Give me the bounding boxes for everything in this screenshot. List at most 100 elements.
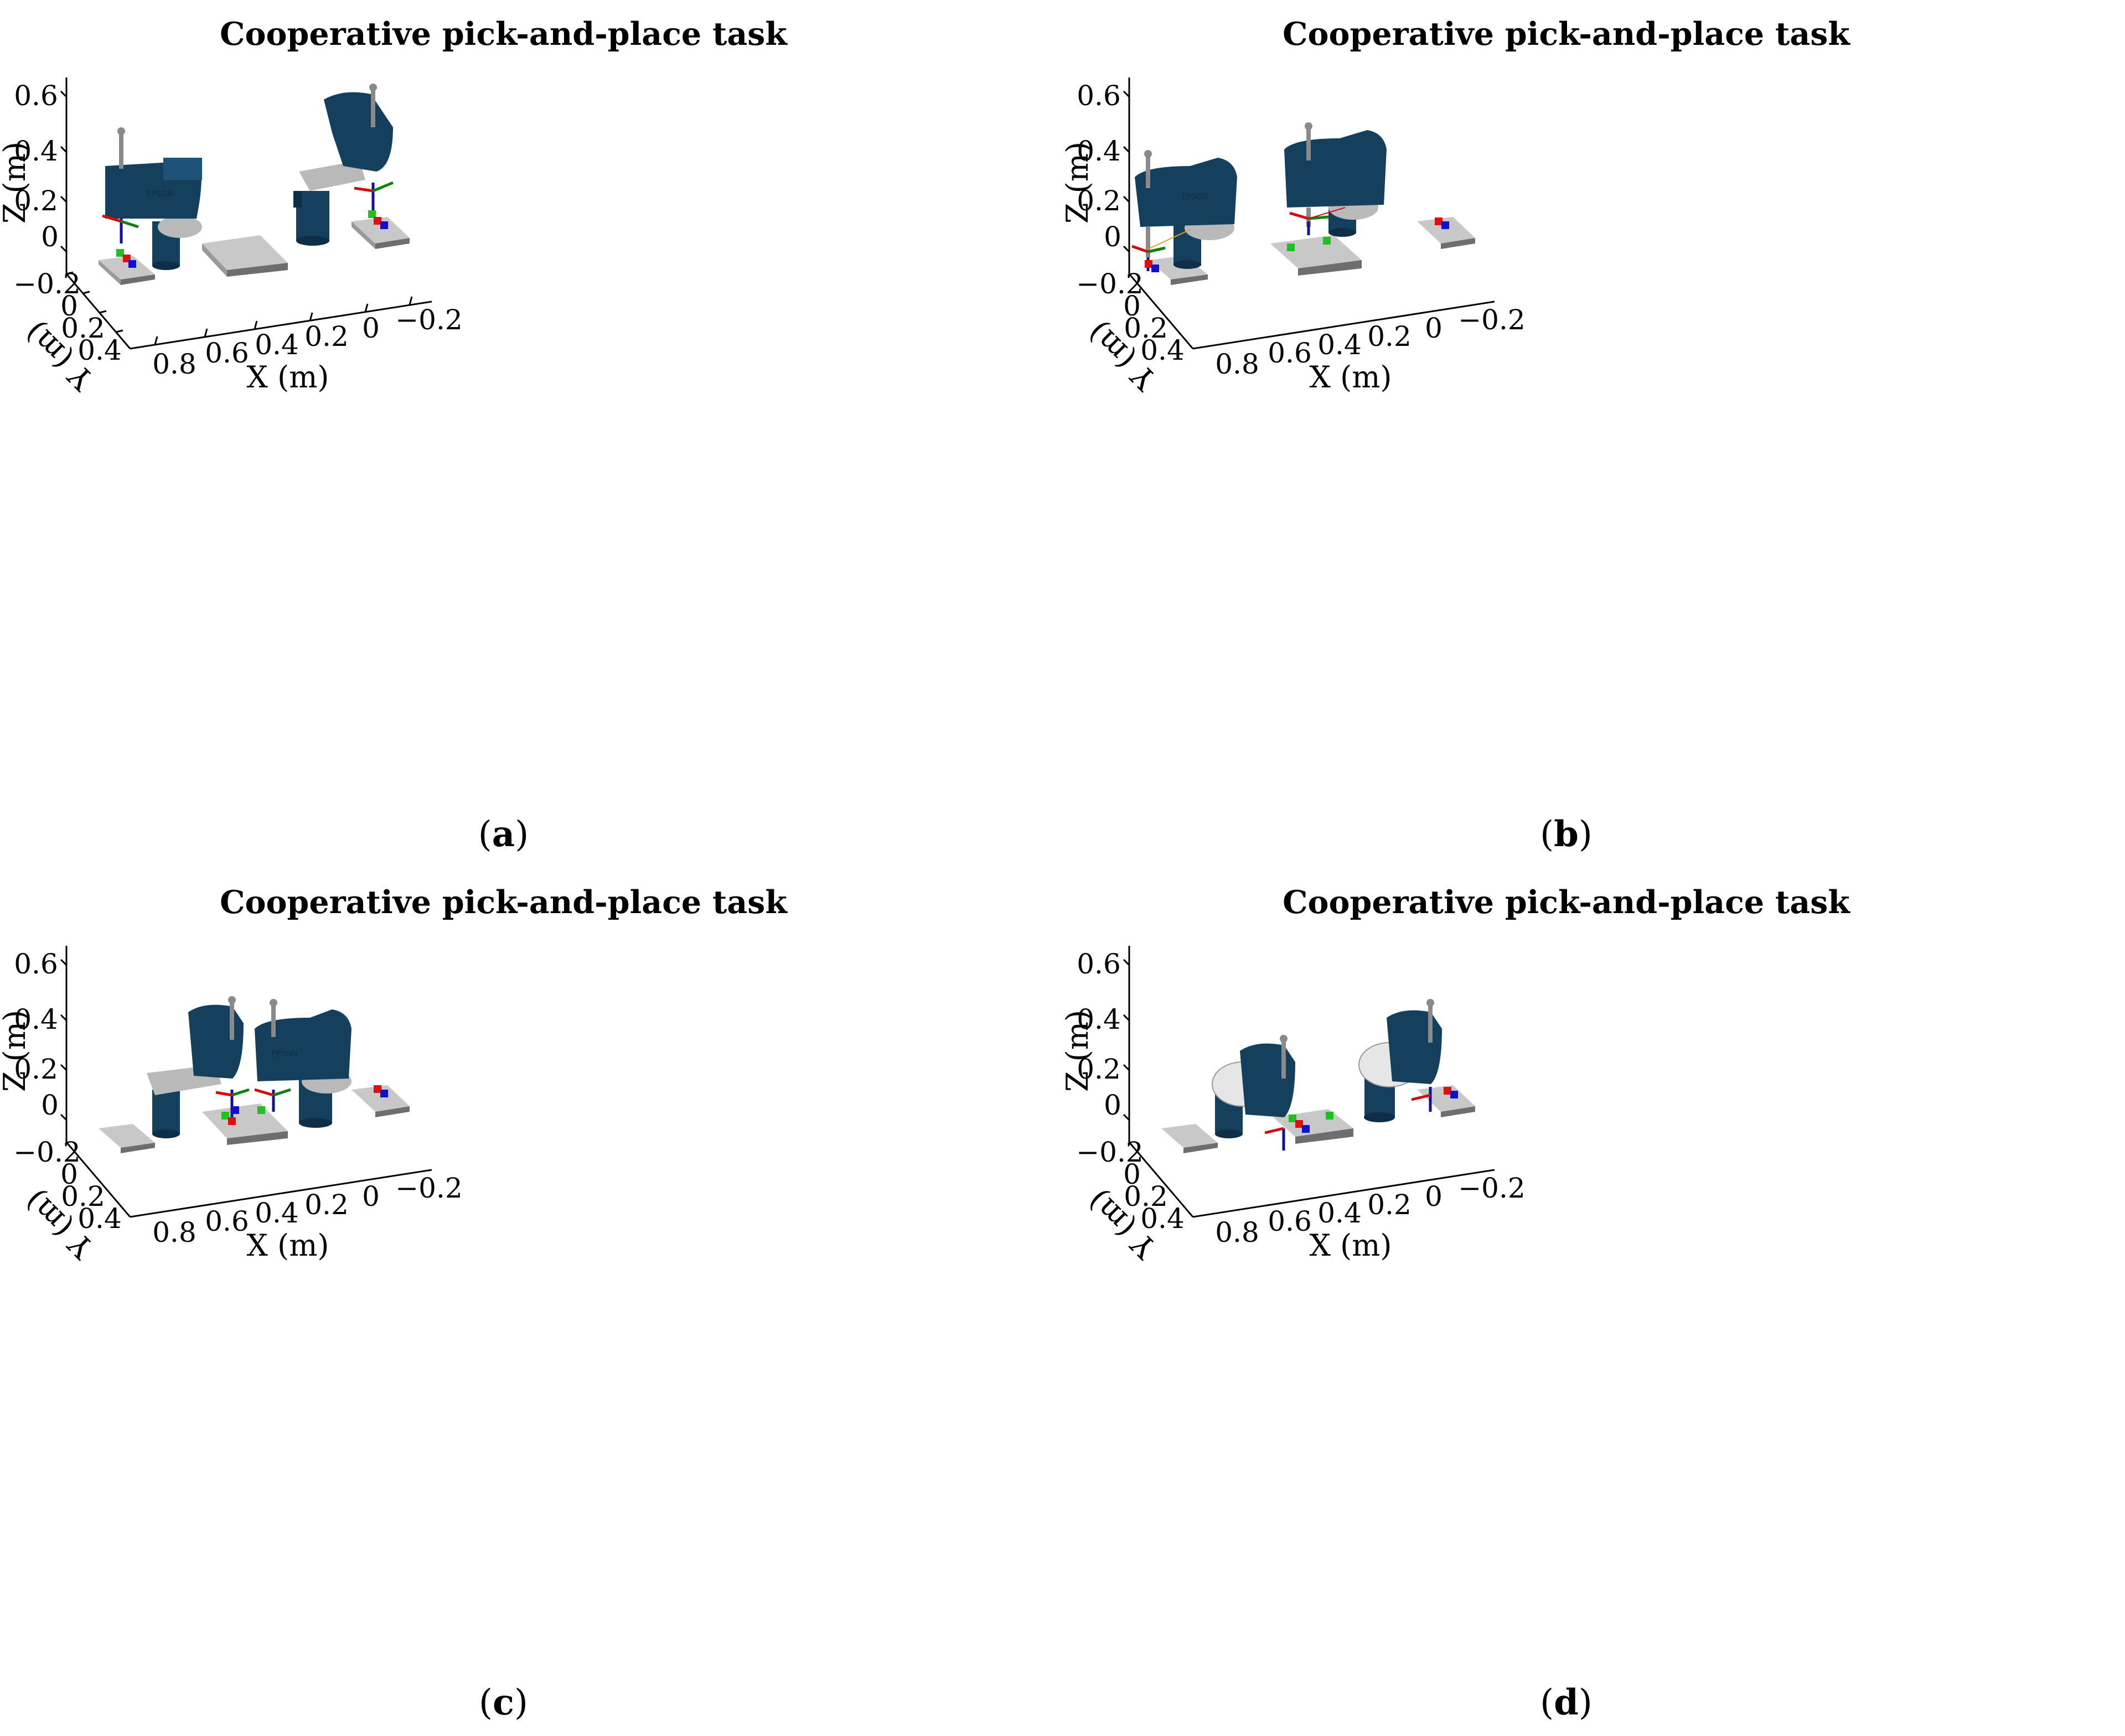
panel-title: Cooperative pick-and-place task (1283, 884, 1850, 921)
z-axis-ticks (1123, 958, 1130, 1121)
x-axis-label: X (m) (1310, 1228, 1392, 1263)
x-tick: 0.4 (255, 329, 299, 361)
z-tick: 0 (41, 1089, 59, 1121)
x-tick: 0.4 (1317, 329, 1362, 361)
robot-logo: EPSON (1182, 193, 1208, 201)
z-axis-label: Z (m) (1063, 142, 1095, 224)
z-axis-label: Z (m) (1063, 1010, 1095, 1092)
robot-logo: EPSON (271, 1050, 298, 1059)
scene-3d-plot: 0.6 0.4 0.2 0 Z (m) −0.2 0 0.2 0.4 Y (m)… (1063, 946, 1526, 1266)
x-tick: −0.2 (1458, 1172, 1525, 1204)
x-tick: 0.8 (1215, 1216, 1259, 1248)
cubes (221, 1085, 388, 1125)
scara-robot-right (1284, 122, 1387, 237)
x-axis-label: X (m) (247, 1228, 329, 1263)
y-tick: 0.4 (77, 334, 122, 366)
y-tick: 0.4 (1140, 1203, 1185, 1235)
z-tick: 0.4 (1077, 135, 1121, 167)
workpiece-table (202, 235, 288, 277)
panel-c: Cooperative pick-and-place task 0.6 0.4 … (0, 868, 1062, 1736)
z-tick: 0.4 (14, 135, 58, 167)
workpiece-table (99, 256, 155, 285)
panel-a: Cooperative pick-and-place task 0.6 0.4 … (0, 0, 1062, 868)
scara-robot-left: EPSON (102, 127, 202, 270)
y-tick: 0.2 (1124, 1180, 1168, 1212)
panel-b: Cooperative pick-and-place task 0.6 0.4 … (1063, 0, 2125, 868)
x-axis-label: X (m) (247, 360, 329, 395)
y-tick: 0.2 (1124, 312, 1168, 344)
workpiece-table (1161, 1124, 1218, 1153)
x-tick: 0.2 (304, 1189, 349, 1221)
y-tick: 0.2 (61, 1180, 105, 1212)
x-tick: 0.4 (255, 1197, 299, 1229)
x-tick: −0.2 (395, 1172, 462, 1204)
workpiece-table (351, 1085, 410, 1117)
z-axis-label: Z (m) (0, 1010, 32, 1092)
scara-robot-left (147, 996, 250, 1138)
x-tick: 0 (1425, 312, 1442, 344)
z-tick: 0.2 (1077, 1053, 1121, 1085)
y-tick: −0.2 (13, 268, 80, 300)
panel-caption: (a) (478, 813, 529, 855)
y-tick: 0 (60, 290, 78, 322)
x-tick: 0.4 (1317, 1197, 1362, 1229)
y-tick: 0.2 (61, 312, 105, 344)
panel-title: Cooperative pick-and-place task (220, 884, 787, 921)
z-tick: 0.4 (1077, 1003, 1121, 1035)
x-tick: 0.8 (152, 348, 197, 380)
y-tick: −0.2 (13, 1136, 80, 1168)
scene-3d-plot: 0.6 0.4 0.2 0 Z (m) −0.2 0 0.2 0.4 Y (m)… (1063, 77, 1526, 397)
x-tick: 0.6 (205, 337, 249, 369)
z-tick: 0 (1104, 221, 1121, 253)
x-tick: 0.6 (205, 1205, 249, 1237)
panel-caption: (c) (479, 1682, 528, 1723)
x-axis-label: X (m) (1310, 360, 1392, 395)
x-tick: 0.8 (1215, 348, 1259, 380)
y-tick: −0.2 (1076, 268, 1143, 300)
z-axis-label: Z (m) (0, 142, 32, 224)
workpiece-table (1417, 217, 1475, 249)
x-tick: 0.2 (1367, 320, 1412, 353)
z-axis-ticks (60, 958, 68, 1121)
y-tick: −0.2 (1076, 1136, 1143, 1168)
cubes (1289, 1087, 1458, 1133)
axes-box (1128, 77, 1495, 350)
y-tick: 0 (1123, 1158, 1141, 1190)
y-tick: 0 (1123, 290, 1141, 322)
z-tick: 0.6 (14, 948, 58, 980)
z-tick: 0.6 (1077, 948, 1121, 980)
z-axis-ticks (60, 90, 68, 253)
panel-caption: (b) (1540, 813, 1593, 855)
z-tick: 0.2 (1077, 185, 1121, 217)
x-tick: 0 (362, 312, 380, 344)
y-tick: 0.4 (77, 1203, 122, 1235)
cubes (1145, 217, 1449, 272)
z-tick: 0.6 (1077, 80, 1121, 112)
scara-robot-left: EPSON (1131, 150, 1237, 271)
cubes (116, 210, 388, 268)
x-tick: 0.8 (152, 1216, 197, 1248)
x-tick: 0.6 (1268, 337, 1312, 369)
scene-3d-plot: 0.6 0.4 0.2 0 Z (m) −0.2 0 0.2 0.4 Y (m)… (0, 946, 463, 1266)
workpiece-table (351, 217, 410, 249)
robot-logo: EPSON (147, 190, 173, 199)
workpiece-table (202, 1103, 288, 1145)
z-axis-ticks (1123, 90, 1130, 253)
scene-3d-plot: 0.6 0.4 0.2 0 Z (m) −0.2 0 0.2 0.4 Y (m)… (0, 77, 463, 397)
z-tick: 0.2 (14, 1053, 58, 1085)
panel-d: Cooperative pick-and-place task 0.6 0.4 … (1063, 868, 2125, 1736)
scara-robot-right: EPSON (254, 999, 351, 1128)
workpiece-table (1270, 235, 1362, 276)
z-tick: 0 (1104, 1089, 1121, 1121)
x-axis-ticks (154, 296, 413, 345)
panel-caption: (d) (1540, 1682, 1593, 1723)
workpiece-table (99, 1124, 155, 1153)
x-tick: 0 (1425, 1180, 1442, 1212)
y-axis-ticks (66, 271, 123, 333)
z-tick: 0 (41, 221, 59, 253)
axes-box (1128, 946, 1495, 1218)
panel-title: Cooperative pick-and-place task (220, 15, 787, 53)
z-tick: 0.2 (14, 185, 58, 217)
x-tick: 0.2 (1367, 1189, 1412, 1221)
scara-robot-right (293, 84, 394, 246)
